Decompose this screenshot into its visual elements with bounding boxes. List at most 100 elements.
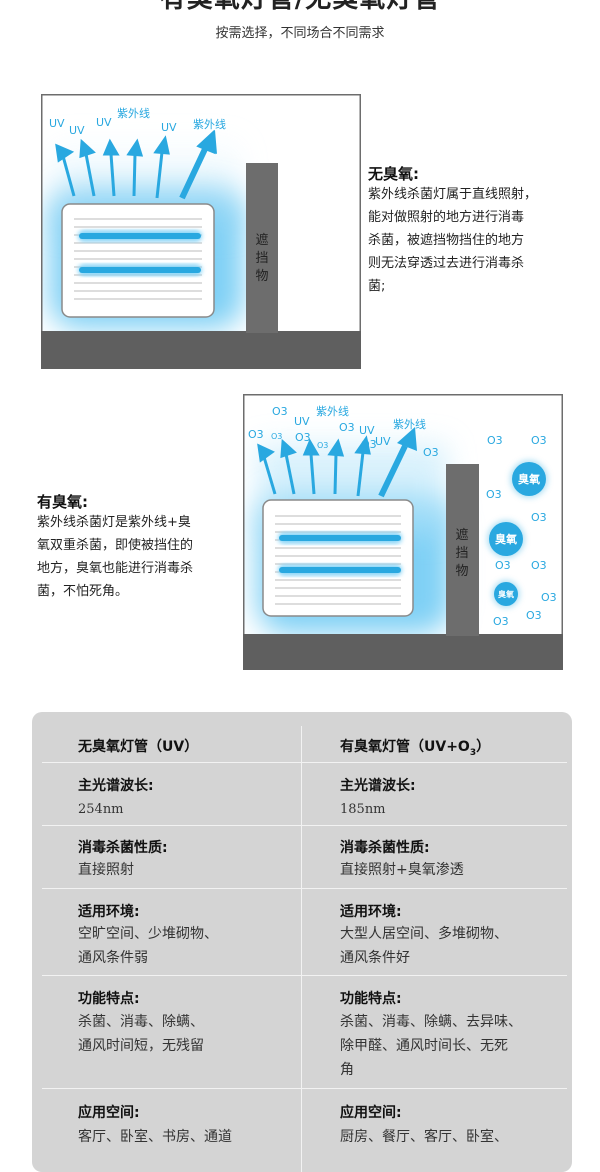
comparison-table: 无臭氧灯管（UV） 主光谱波长: 254nm 消毒杀菌性质: 直接照射 适用环境…: [32, 712, 572, 1172]
desc-line: 紫外线杀菌灯属于直线照射，: [368, 187, 538, 202]
desc-line: 地方，臭氧也能进行消毒杀: [37, 561, 194, 576]
cell-text: 空旷空间、少堆砌物、 通风条件弱: [78, 922, 298, 970]
cell-line: 185nm: [340, 802, 386, 817]
desc-line: 能对做照射的地方进行消毒: [368, 210, 525, 225]
uv-label: 紫外线: [193, 118, 226, 131]
cell-title: 消毒杀菌性质:: [340, 840, 430, 856]
cell-title: 主光谱波长:: [78, 778, 154, 794]
cell-title: 适用环境:: [78, 904, 140, 920]
row-divider: [304, 1088, 567, 1089]
cell-text: 杀菌、消毒、除螨、去异味、 除甲醛、通风时间长、无死 角: [340, 1010, 560, 1082]
uv-label: UV: [96, 116, 112, 129]
o3-label: O3: [486, 488, 502, 501]
desc-line: 紫外线杀菌灯是紫外线+臭: [37, 515, 191, 530]
cell-line: 角: [340, 1062, 354, 1078]
o3-label: O3: [248, 428, 264, 441]
row-divider: [42, 825, 305, 826]
uv-label: 紫外线: [316, 405, 349, 418]
o3-label: O3: [423, 446, 439, 459]
uv-label: UV: [375, 435, 391, 448]
page-title: 有臭氧灯管/无臭氧灯管: [0, 0, 600, 14]
o3-label: O3: [531, 559, 547, 572]
cell-text: 直接照射+臭氧渗透: [340, 858, 560, 882]
cell-title: 应用空间:: [340, 1105, 402, 1121]
column-header: 有臭氧灯管（UV+O3）: [340, 736, 490, 758]
barrier-char: 挡: [255, 251, 269, 266]
cell-line: 厨房、餐厅、客厅、卧室、: [340, 1129, 508, 1145]
barrier-char: 挡: [455, 546, 469, 561]
uv-label: UV: [294, 415, 310, 428]
ozone-bubble: 臭氧: [494, 582, 518, 606]
o3-label: O3: [526, 609, 542, 622]
row-divider: [42, 975, 305, 976]
cell-title: 主光谱波长:: [340, 778, 416, 794]
cell-line: 杀菌、消毒、除螨、去异味、: [340, 1014, 522, 1030]
desc-line: 菌，不怕死角。: [37, 584, 129, 599]
column-header: 无臭氧灯管（UV）: [78, 739, 199, 755]
uv-label: UV: [359, 424, 375, 437]
cell-text: 直接照射: [78, 858, 298, 882]
o3-label: O3: [295, 431, 311, 444]
cell-line: 通风时间短，无残留: [78, 1038, 204, 1054]
cell-title: 应用空间:: [78, 1105, 140, 1121]
barrier-char: 物: [455, 564, 469, 579]
column-header-text: 有臭氧灯管（UV+O: [340, 739, 470, 755]
uv-label: 紫外线: [393, 418, 426, 431]
row-divider: [42, 762, 305, 763]
cell-line: 客厅、卧室、书房、通道: [78, 1129, 232, 1145]
barrier-label: 遮 挡 物: [254, 232, 270, 286]
cell-line: 杀菌、消毒、除螨、: [78, 1014, 204, 1030]
page-subtitle: 按需选择，不同场合不同需求: [215, 26, 385, 41]
cell-text: 254nm: [78, 798, 298, 822]
cell-line: 大型人居空间、多堆砌物、: [340, 926, 508, 942]
uv-label: 紫外线: [117, 107, 150, 120]
o3-label: O3: [541, 591, 557, 604]
cell-line: 空旷空间、少堆砌物、: [78, 926, 218, 942]
table-divider: [301, 726, 302, 1172]
cell-text: 厨房、餐厅、客厅、卧室、: [340, 1125, 560, 1149]
desc-line: 氧双重杀菌，即使被挡住的: [37, 538, 194, 553]
desc-line: 则无法穿透过去进行消毒杀: [368, 256, 525, 271]
row-divider: [304, 888, 567, 889]
cell-line: 通风条件弱: [78, 950, 148, 966]
row-divider: [42, 888, 305, 889]
cell-line: 除甲醛、通风时间长、无死: [340, 1038, 508, 1054]
cell-title: 消毒杀菌性质:: [78, 840, 168, 856]
barrier-char: 遮: [255, 233, 269, 248]
o3-label: O3: [495, 559, 511, 572]
column-header-end: ）: [476, 739, 491, 755]
no-ozone-description: 紫外线杀菌灯属于直线照射， 能对做照射的地方进行消毒 杀菌，被遮挡物挡住的地方 …: [368, 183, 537, 298]
cell-title: 功能特点:: [340, 991, 402, 1007]
ozone-diagram-graphic: [243, 394, 563, 670]
cell-line: 254nm: [78, 802, 124, 817]
barrier-char: 遮: [455, 528, 469, 543]
o3-label: O3: [493, 615, 509, 628]
cell-text: 大型人居空间、多堆砌物、 通风条件好: [340, 922, 560, 970]
row-divider: [304, 975, 567, 976]
column-header-subscript: 3: [469, 747, 477, 758]
o3-label: O3: [487, 434, 503, 447]
ozone-bubble: 臭氧: [512, 462, 546, 496]
cell-title: 功能特点:: [78, 991, 140, 1007]
uv-label: UV: [161, 121, 177, 134]
cell-text: 185nm: [340, 798, 560, 822]
desc-line: 菌;: [368, 279, 386, 294]
ozone-title: 有臭氧:: [37, 493, 88, 511]
barrier-char: 物: [255, 269, 269, 284]
uv-label: UV: [49, 117, 65, 130]
cell-line: 通风条件好: [340, 950, 410, 966]
row-divider: [42, 1088, 305, 1089]
uv-diagram-graphic: [41, 94, 361, 369]
cell-line: 直接照射: [78, 862, 134, 878]
barrier-label: 遮 挡 物: [454, 527, 470, 581]
o3-label: O3: [339, 421, 355, 434]
no-ozone-title: 无臭氧:: [368, 165, 419, 183]
row-divider: [304, 825, 567, 826]
ozone-description: 紫外线杀菌灯是紫外线+臭 氧双重杀菌，即使被挡住的 地方，臭氧也能进行消毒杀 菌…: [37, 511, 193, 603]
cell-title: 适用环境:: [340, 904, 402, 920]
cell-text: 客厅、卧室、书房、通道: [78, 1125, 298, 1149]
o3-label: O3: [361, 438, 377, 451]
cell-line: 直接照射+臭氧渗透: [340, 862, 464, 878]
ozone-diagram: O3 UV 紫外线 O3 O3 O3 O3 UV UV 紫外线 O3 O3 O3…: [243, 394, 563, 670]
uv-label: UV: [69, 124, 85, 137]
